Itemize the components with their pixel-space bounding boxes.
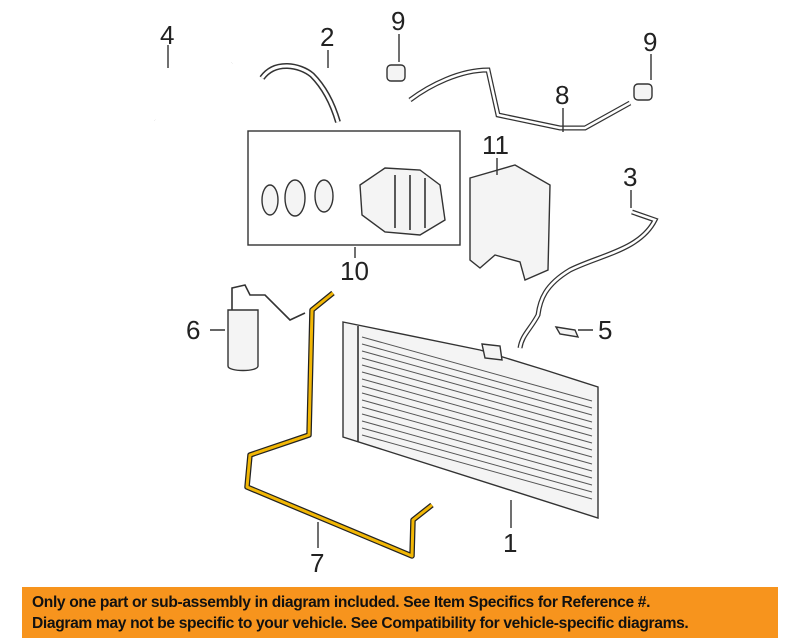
- callout-8: 8: [555, 80, 569, 110]
- condenser-fin: [361, 406, 593, 472]
- part-9-clip: [386, 64, 406, 82]
- part-11-bracket: [469, 164, 551, 281]
- condenser-fin: [361, 378, 593, 444]
- callout-5: 5: [598, 315, 612, 345]
- condenser-fin: [361, 343, 593, 409]
- disclaimer-line-1: Only one part or sub-assembly in diagram…: [32, 594, 651, 611]
- condenser-fin: [361, 336, 593, 402]
- condenser-fin: [361, 399, 593, 465]
- leader-lines: [167, 34, 652, 548]
- disclaimer-banner: Only one part or sub-assembly in diagram…: [22, 587, 778, 638]
- callout-10: 10: [340, 256, 369, 286]
- part-2-hose: [259, 63, 341, 123]
- callout-9: 9: [643, 27, 657, 57]
- part-7-ac-line: [244, 290, 434, 559]
- condenser-fin: [361, 371, 593, 437]
- part-9-clip: [633, 83, 653, 101]
- condenser-fin: [361, 392, 593, 458]
- condenser-fin: [361, 427, 593, 493]
- condenser-fin: [361, 357, 593, 423]
- disclaimer-line-2: Diagram may not be specific to your vehi…: [32, 615, 689, 632]
- condenser-fin: [361, 364, 593, 430]
- part-10-compressor-box: [247, 130, 461, 246]
- condenser-fin: [361, 350, 593, 416]
- condenser-fin: [361, 385, 593, 451]
- condenser-fin: [361, 413, 593, 479]
- callout-9: 9: [391, 6, 405, 36]
- callout-7: 7: [310, 548, 324, 578]
- part-5-fitting: [554, 326, 580, 338]
- condenser-fin: [361, 434, 593, 500]
- part-6-receiver-drier: [227, 284, 306, 372]
- callout-3: 3: [623, 162, 637, 192]
- part-1-condenser: [342, 321, 599, 519]
- callout-6: 6: [186, 315, 200, 345]
- part-8-line: [408, 67, 632, 131]
- callout-11: 11: [482, 130, 509, 160]
- callout-2: 2: [320, 22, 334, 52]
- callout-4: 4: [160, 20, 174, 50]
- part-4-hose: [120, 61, 233, 121]
- condenser-fin: [361, 420, 593, 486]
- part-3-line: [517, 209, 659, 349]
- callout-1: 1: [503, 528, 517, 558]
